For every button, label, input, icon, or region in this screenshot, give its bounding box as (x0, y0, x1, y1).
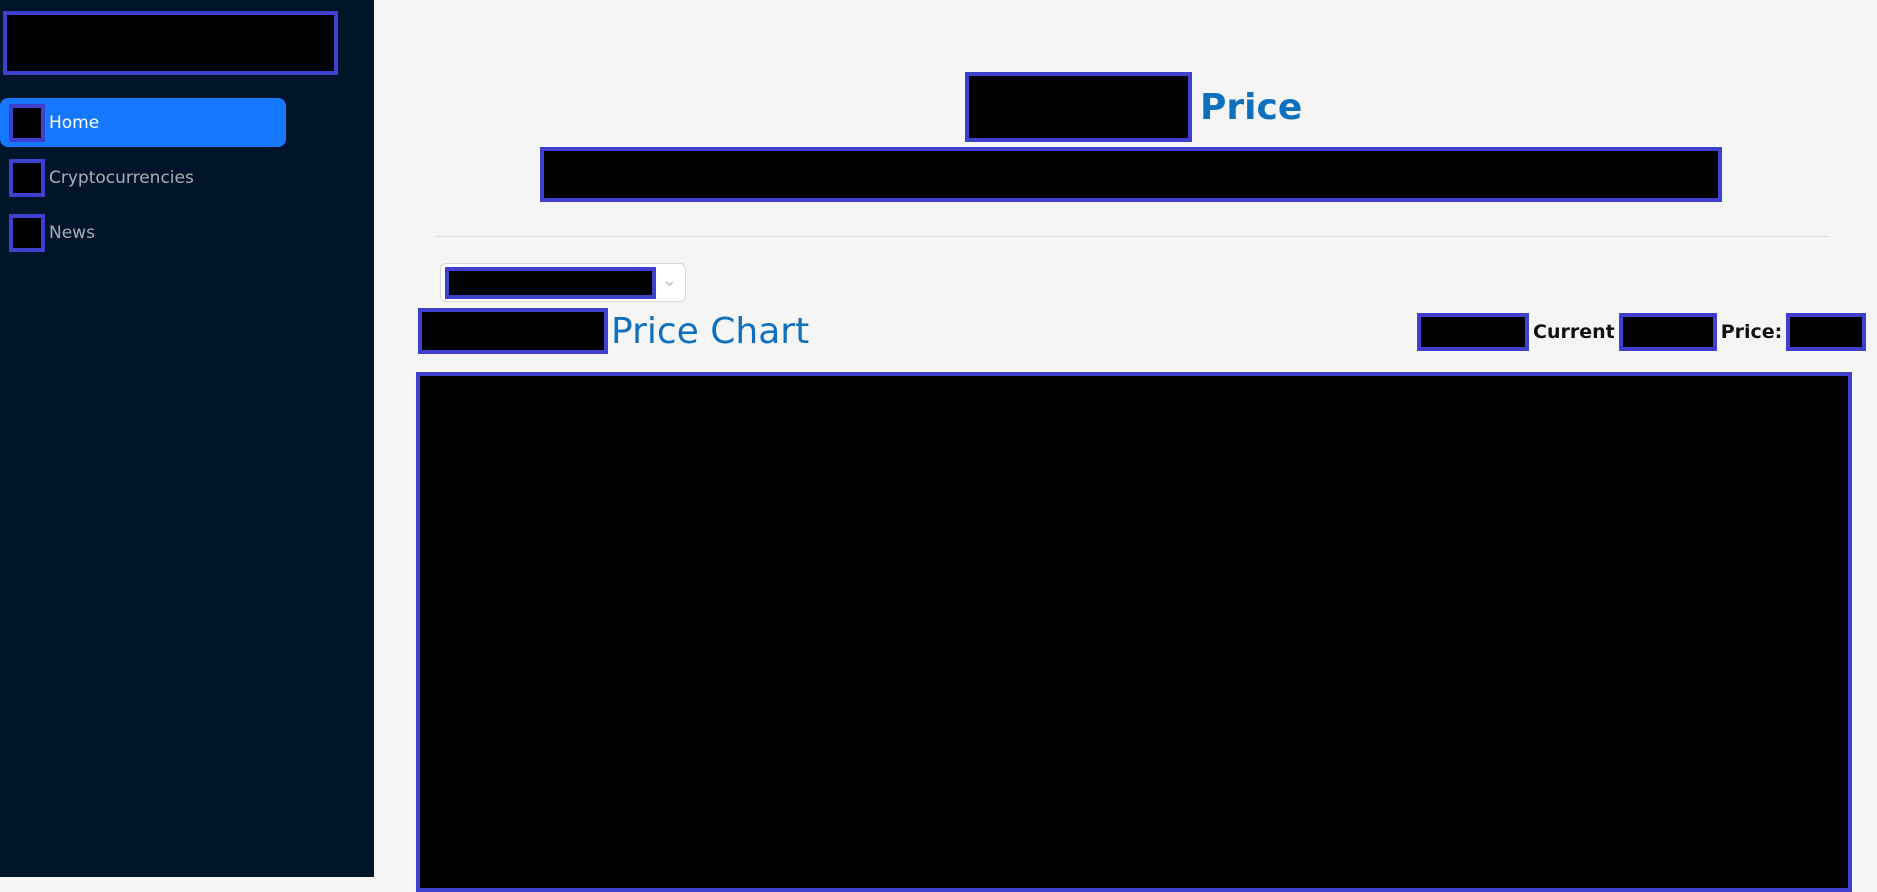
price-value-redacted (1786, 313, 1867, 351)
page-title: Price (1200, 86, 1303, 128)
current-price: Current Price: (1417, 312, 1867, 352)
time-period-select[interactable]: ⌄ (440, 263, 686, 302)
coin-name-redacted (965, 72, 1192, 142)
sidebar-item-home[interactable]: Home (0, 98, 286, 147)
price-change-redacted (1417, 313, 1529, 351)
select-value-redacted (445, 267, 656, 299)
sidebar-item-cryptocurrencies[interactable]: Cryptocurrencies (0, 153, 286, 202)
logo-redacted (3, 11, 338, 75)
sidebar-item-news[interactable]: News (0, 208, 286, 257)
chart-title: Price Chart (611, 310, 810, 352)
main-content: Price ⌄ Price Chart Current Price: (374, 0, 1877, 892)
cryptocurrencies-icon (9, 158, 45, 197)
divider (436, 236, 1830, 237)
price-label: Price: (1720, 321, 1783, 343)
page-heading: Price (965, 72, 1302, 142)
subtitle-redacted (540, 147, 1722, 202)
chart-coin-name-redacted (418, 308, 608, 354)
sidebar-item-label: Home (49, 112, 100, 133)
home-icon (9, 103, 45, 142)
sidebar-item-label: News (49, 222, 95, 243)
chart-heading: Price Chart (418, 308, 809, 354)
news-icon (9, 213, 45, 252)
price-chart-redacted (416, 372, 1852, 892)
current-label: Current (1533, 321, 1615, 343)
sidebar-item-label: Cryptocurrencies (49, 167, 194, 188)
sidebar: Home Cryptocurrencies News (0, 0, 374, 877)
coin-symbol-redacted (1618, 313, 1717, 351)
chevron-down-icon: ⌄ (661, 270, 677, 291)
